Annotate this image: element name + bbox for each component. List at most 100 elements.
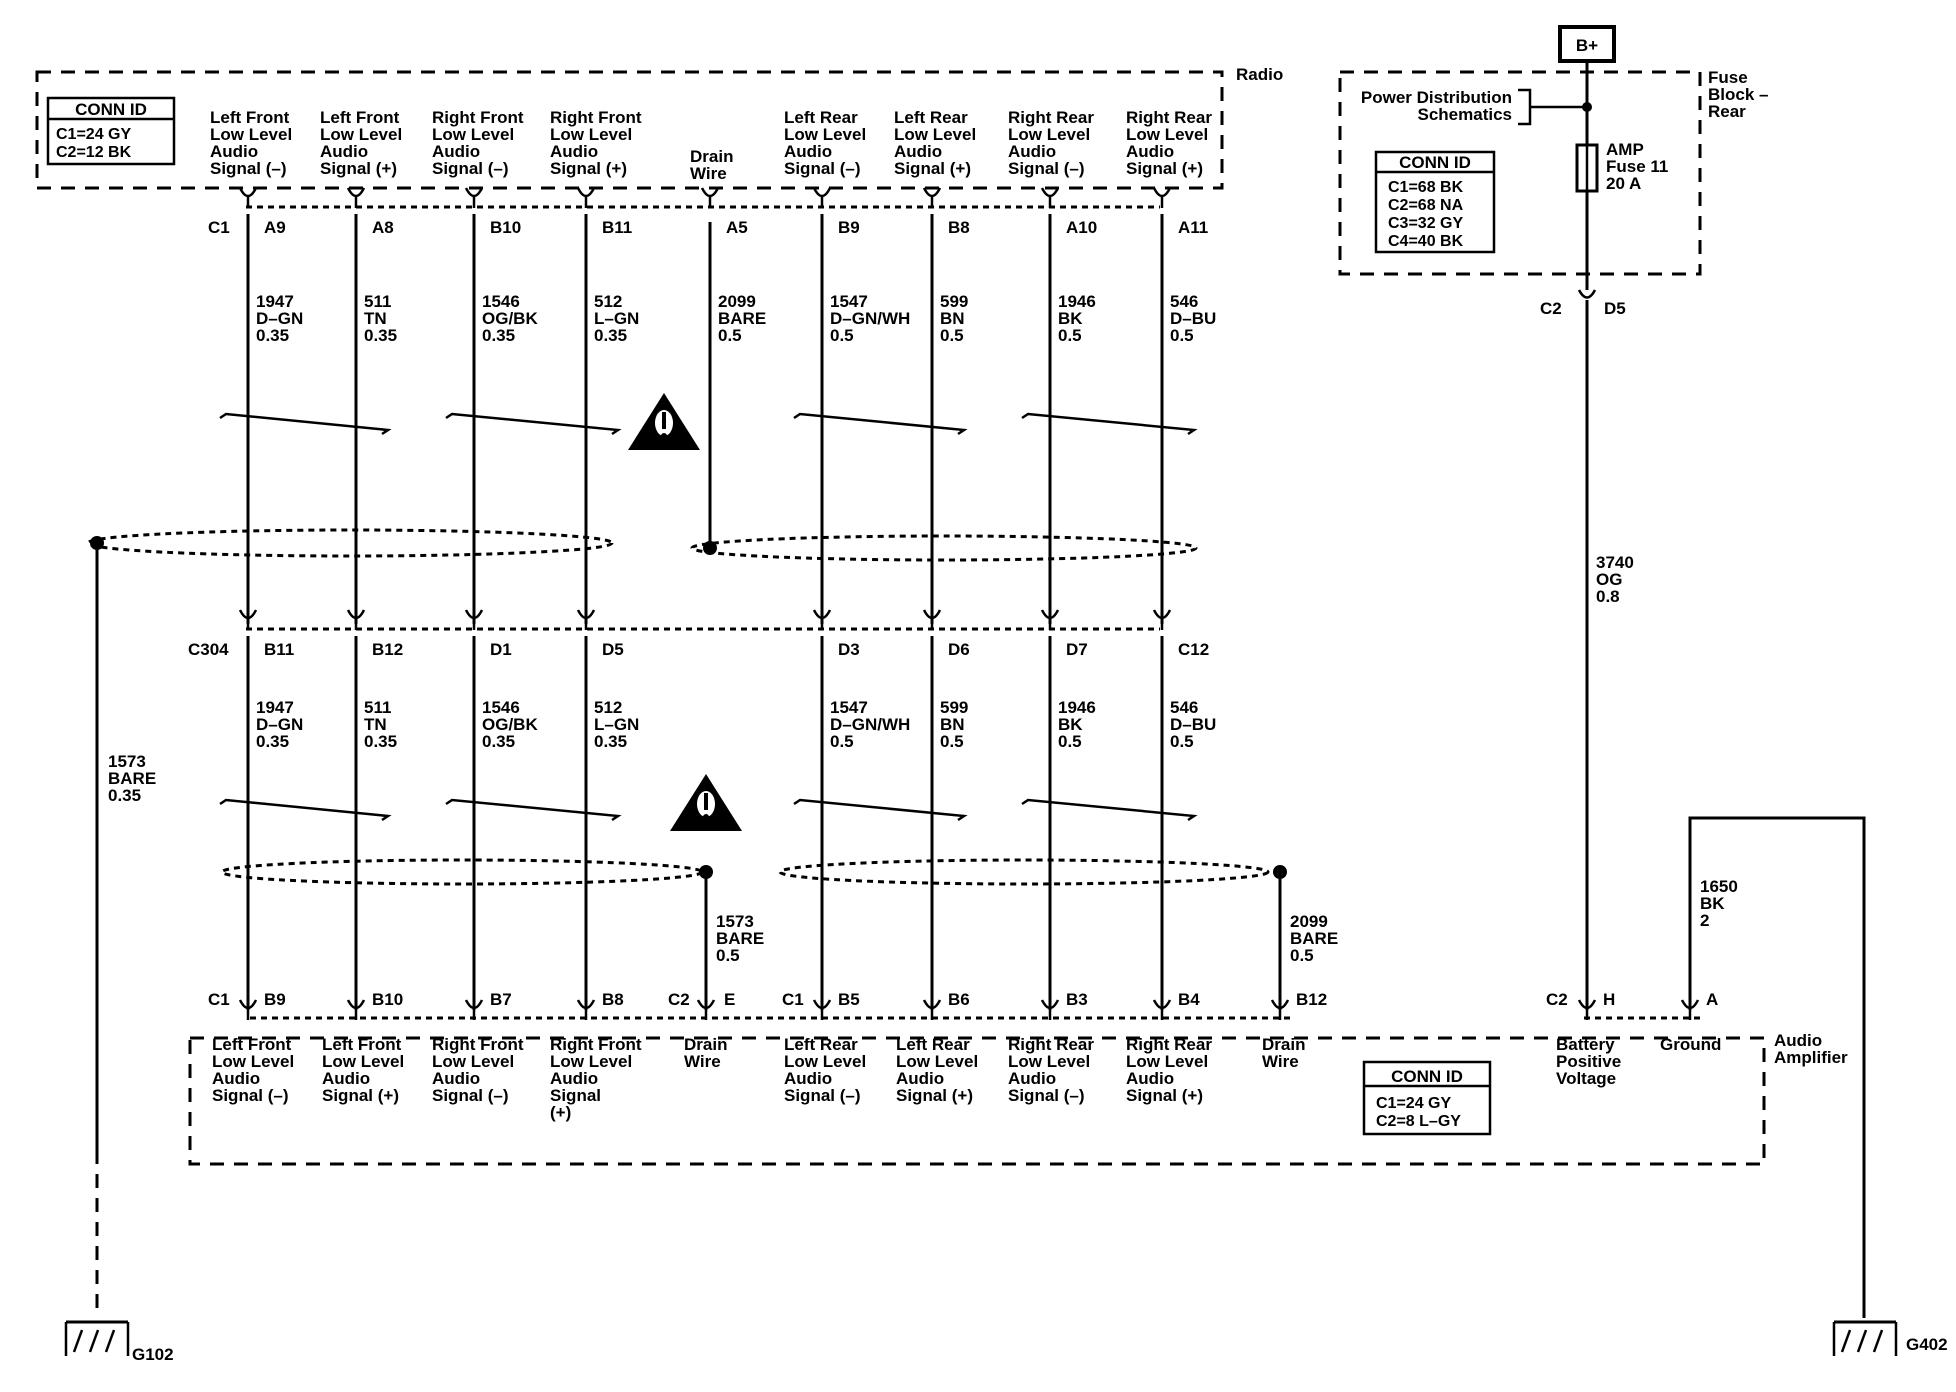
fuse-block-pin-id: D5 xyxy=(1604,299,1626,318)
drain-wire-label: BARE xyxy=(716,929,764,948)
amp-signal-label: Signal (+) xyxy=(896,1086,973,1105)
radio-pin-id: A10 xyxy=(1066,218,1097,237)
amp-c1-id: C1 xyxy=(208,990,230,1009)
shield-upper-left xyxy=(86,528,614,558)
radio-signal-label: Left Front xyxy=(210,108,290,127)
wire-label: 1947 xyxy=(256,292,294,311)
amp-signal-label: Audio xyxy=(322,1069,370,1088)
drain-wire-label: BARE xyxy=(1290,929,1338,948)
wire-label: 0.35 xyxy=(256,326,289,345)
twist-mark xyxy=(1021,412,1198,436)
amp-signal-label: Audio xyxy=(896,1069,944,1088)
radio-signal-label: Low Level xyxy=(320,125,402,144)
radio-signal-label: Signal (–) xyxy=(210,159,287,178)
warning-icon xyxy=(670,774,742,831)
amp-signal-label: Signal (+) xyxy=(1126,1086,1203,1105)
fuse-label: Fuse 11 xyxy=(1606,157,1668,176)
amp-signal-label: Voltage xyxy=(1556,1069,1616,1088)
radio-signal-label: Signal (+) xyxy=(1126,159,1203,178)
wire-label: TN xyxy=(364,309,387,328)
drain-wire-label: 1573 xyxy=(716,912,754,931)
amp-signal-label: Low Level xyxy=(784,1052,866,1071)
c304-pin-id: D7 xyxy=(1066,640,1088,659)
twisted-pair-marks-lower xyxy=(219,798,1198,822)
power-wire-label: 3740 xyxy=(1596,553,1634,572)
drain-wire-label: 2099 xyxy=(1290,912,1328,931)
twist-mark xyxy=(219,412,392,436)
amp-signal-label: Signal (–) xyxy=(432,1086,509,1105)
amp-pin-id: B12 xyxy=(1296,990,1327,1009)
fuse-conn-id-line: C3=32 GY xyxy=(1388,215,1463,232)
fuse-block-box xyxy=(1338,70,1702,276)
ground-wire-label: 2 xyxy=(1700,911,1709,930)
wire-label: 511 xyxy=(364,292,391,311)
wire-label: 0.5 xyxy=(940,732,964,751)
ground-label-g102: G102 xyxy=(132,1345,174,1364)
wire-label: 1946 xyxy=(1058,698,1096,717)
wire-label: 512 xyxy=(594,698,622,717)
fuse-conn-id-line: C2=68 NA xyxy=(1388,197,1464,214)
wire-label: 0.35 xyxy=(594,732,627,751)
radio-pin-id: B9 xyxy=(838,218,860,237)
amp-c2-id: C2 xyxy=(1546,990,1568,1009)
radio-signal-label: Low Level xyxy=(550,125,632,144)
c304-pin-id: D5 xyxy=(602,640,624,659)
amp-signal-label: Signal (–) xyxy=(212,1086,289,1105)
wire-label: 0.5 xyxy=(1058,326,1082,345)
wire-label: 0.5 xyxy=(830,326,854,345)
twist-mark xyxy=(793,412,968,436)
fuse-block-conn-id: CONN ID C1=68 BK C2=68 NA C3=32 GY C4=40… xyxy=(1374,150,1496,254)
radio-signal-label: Audio xyxy=(894,142,942,161)
radio-conn-id-line: C2=12 BK xyxy=(56,144,132,161)
shield-lower-right xyxy=(778,858,1270,886)
amp-c1-id: C1 xyxy=(782,990,804,1009)
drain-wire-label: 0.5 xyxy=(716,946,740,965)
wire-label: L–GN xyxy=(594,715,639,734)
wire-label: 1547 xyxy=(830,292,868,311)
amp-signal-label: Left Rear xyxy=(784,1035,858,1054)
wire-label: 0.5 xyxy=(940,326,964,345)
ground-icon xyxy=(1832,1320,1898,1356)
wire-label: 0.5 xyxy=(1170,732,1194,751)
radio-pin-id: A9 xyxy=(264,218,286,237)
splice-dot xyxy=(1582,102,1592,112)
amp-signal-label: Left Front xyxy=(322,1035,402,1054)
amp-signal-label: Right Front xyxy=(550,1035,642,1054)
amp-signal-label: Drain xyxy=(1262,1035,1305,1054)
amp-pin-id: B7 xyxy=(490,990,512,1009)
radio-signal-label: Signal (+) xyxy=(320,159,397,178)
amp-pin-id: A xyxy=(1706,990,1718,1009)
radio-signal-label: Left Front xyxy=(320,108,400,127)
wire-label: 1546 xyxy=(482,292,520,311)
ground-wire xyxy=(1688,816,1866,1318)
wire-label: 599 xyxy=(940,698,968,717)
wire-label: BN xyxy=(940,715,965,734)
amp-signal-label: Right Rear xyxy=(1126,1035,1212,1054)
warning-icon xyxy=(628,393,700,450)
c304-pin-id: C12 xyxy=(1178,640,1209,659)
amp-pin-id: E xyxy=(724,990,735,1009)
ground-wire-label: BK xyxy=(1700,894,1725,913)
radio-signal-label: Low Level xyxy=(1008,125,1090,144)
amp-pin-id: B3 xyxy=(1066,990,1088,1009)
wire-label: OG/BK xyxy=(482,309,538,328)
wire-label: 0.5 xyxy=(718,326,742,345)
radio-signal-label: Low Level xyxy=(210,125,292,144)
amp-signal-label: Ground xyxy=(1660,1035,1721,1054)
twist-mark xyxy=(793,798,968,822)
wire-label: 599 xyxy=(940,292,968,311)
wire-label: L–GN xyxy=(594,309,639,328)
amp-signal-label: Left Front xyxy=(212,1035,292,1054)
amp-signal-label: Low Level xyxy=(212,1052,294,1071)
radio-signal-label: Signal (+) xyxy=(550,159,627,178)
wire-label: 1546 xyxy=(482,698,520,717)
twisted-pair-marks-upper xyxy=(219,412,1198,436)
wire-label: 1547 xyxy=(830,698,868,717)
radio-signal-label: Audio xyxy=(1126,142,1174,161)
radio-signal-label: Left Rear xyxy=(894,108,968,127)
amp-signal-label: Audio xyxy=(212,1069,260,1088)
radio-pin-id: B10 xyxy=(490,218,521,237)
